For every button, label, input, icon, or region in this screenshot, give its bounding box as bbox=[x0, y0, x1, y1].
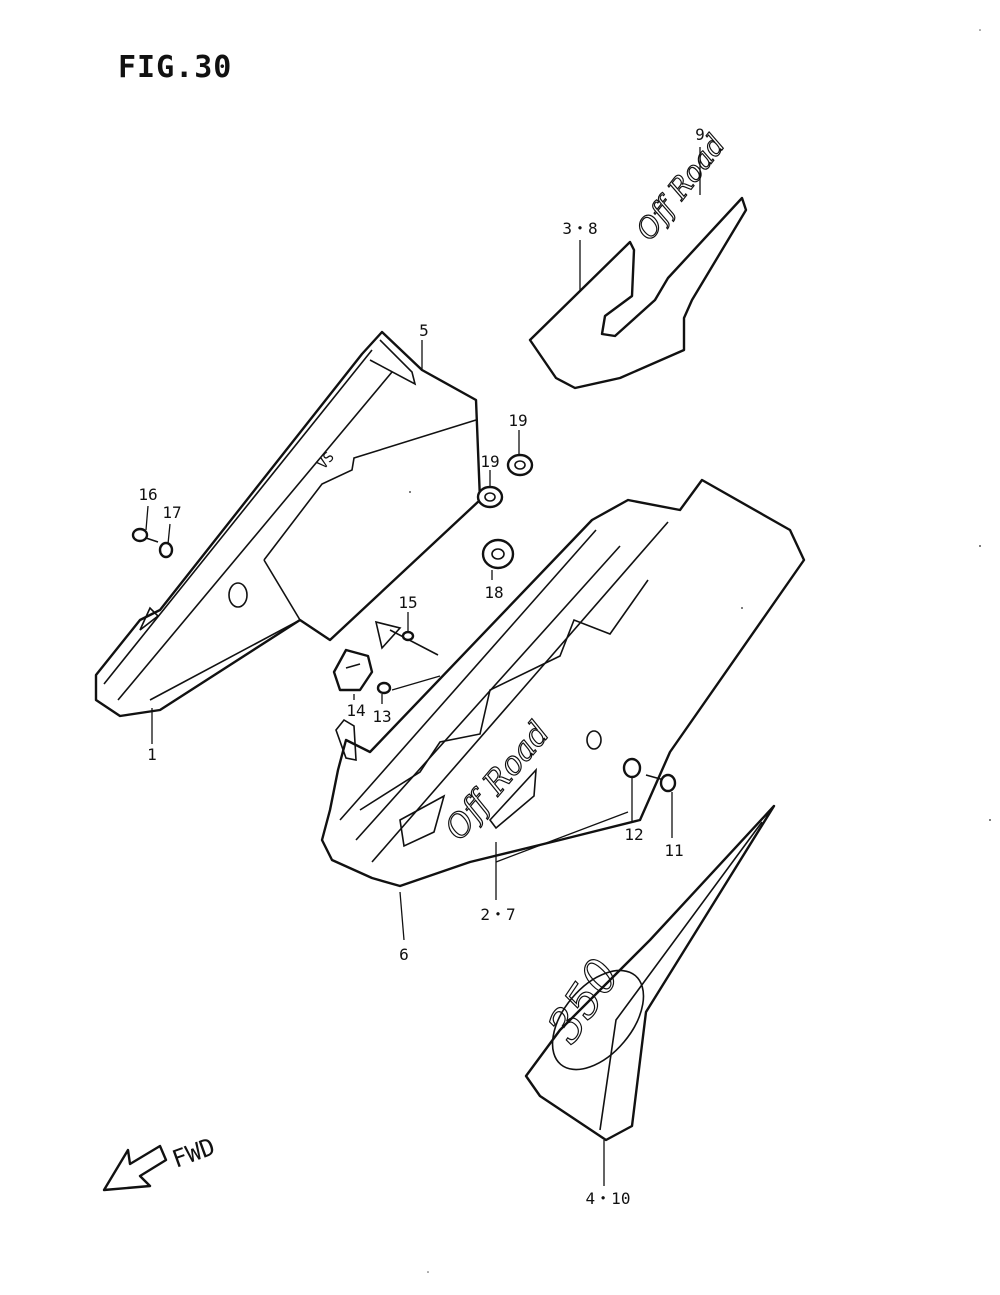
arrow-icon bbox=[102, 1144, 168, 1192]
part-decal-350: 350 bbox=[524, 804, 776, 1142]
grommet-19-upper bbox=[506, 453, 534, 477]
label-19-upper: 19 bbox=[508, 411, 527, 430]
part-side-cover-left: VS bbox=[94, 330, 482, 718]
label-13: 13 bbox=[372, 707, 391, 726]
label-3-8: 3・8 bbox=[562, 219, 597, 238]
grommet-18 bbox=[481, 538, 515, 570]
label-1: 1 bbox=[147, 745, 157, 764]
figure-title: FIG.30 bbox=[118, 50, 233, 85]
label-17: 17 bbox=[162, 503, 181, 522]
label-19-lower: 19 bbox=[480, 452, 499, 471]
part-side-cover-right: Off Road bbox=[320, 478, 806, 888]
pin-15 bbox=[374, 620, 441, 691]
bolt-11 bbox=[645, 773, 677, 793]
clip-14 bbox=[332, 648, 374, 692]
label-18: 18 bbox=[484, 583, 503, 602]
screw-16 bbox=[131, 527, 159, 543]
washer-17 bbox=[158, 541, 174, 559]
label-11: 11 bbox=[664, 841, 683, 860]
scan-specks bbox=[409, 29, 991, 1273]
label-4-10: 4・10 bbox=[586, 1189, 631, 1208]
fwd-label: FWD bbox=[168, 1132, 218, 1173]
grommet-19-lower bbox=[476, 485, 504, 509]
label-14: 14 bbox=[346, 701, 365, 720]
washer-13 bbox=[376, 681, 392, 695]
label-6: 6 bbox=[399, 945, 409, 964]
label-2-7: 2・7 bbox=[480, 905, 515, 924]
forward-direction-arrow: FWD bbox=[102, 1132, 219, 1192]
washer-12 bbox=[622, 757, 642, 779]
part-decal-upper: Off Road bbox=[528, 127, 748, 390]
label-12: 12 bbox=[624, 825, 643, 844]
label-5: 5 bbox=[419, 321, 429, 340]
label-9: 9 bbox=[695, 125, 705, 144]
label-15: 15 bbox=[398, 593, 417, 612]
leader-lines bbox=[145, 147, 701, 1186]
part-labels: 9 3・8 5 19 19 18 15 16 17 14 13 1 12 11 … bbox=[138, 125, 704, 1208]
label-16: 16 bbox=[138, 485, 157, 504]
